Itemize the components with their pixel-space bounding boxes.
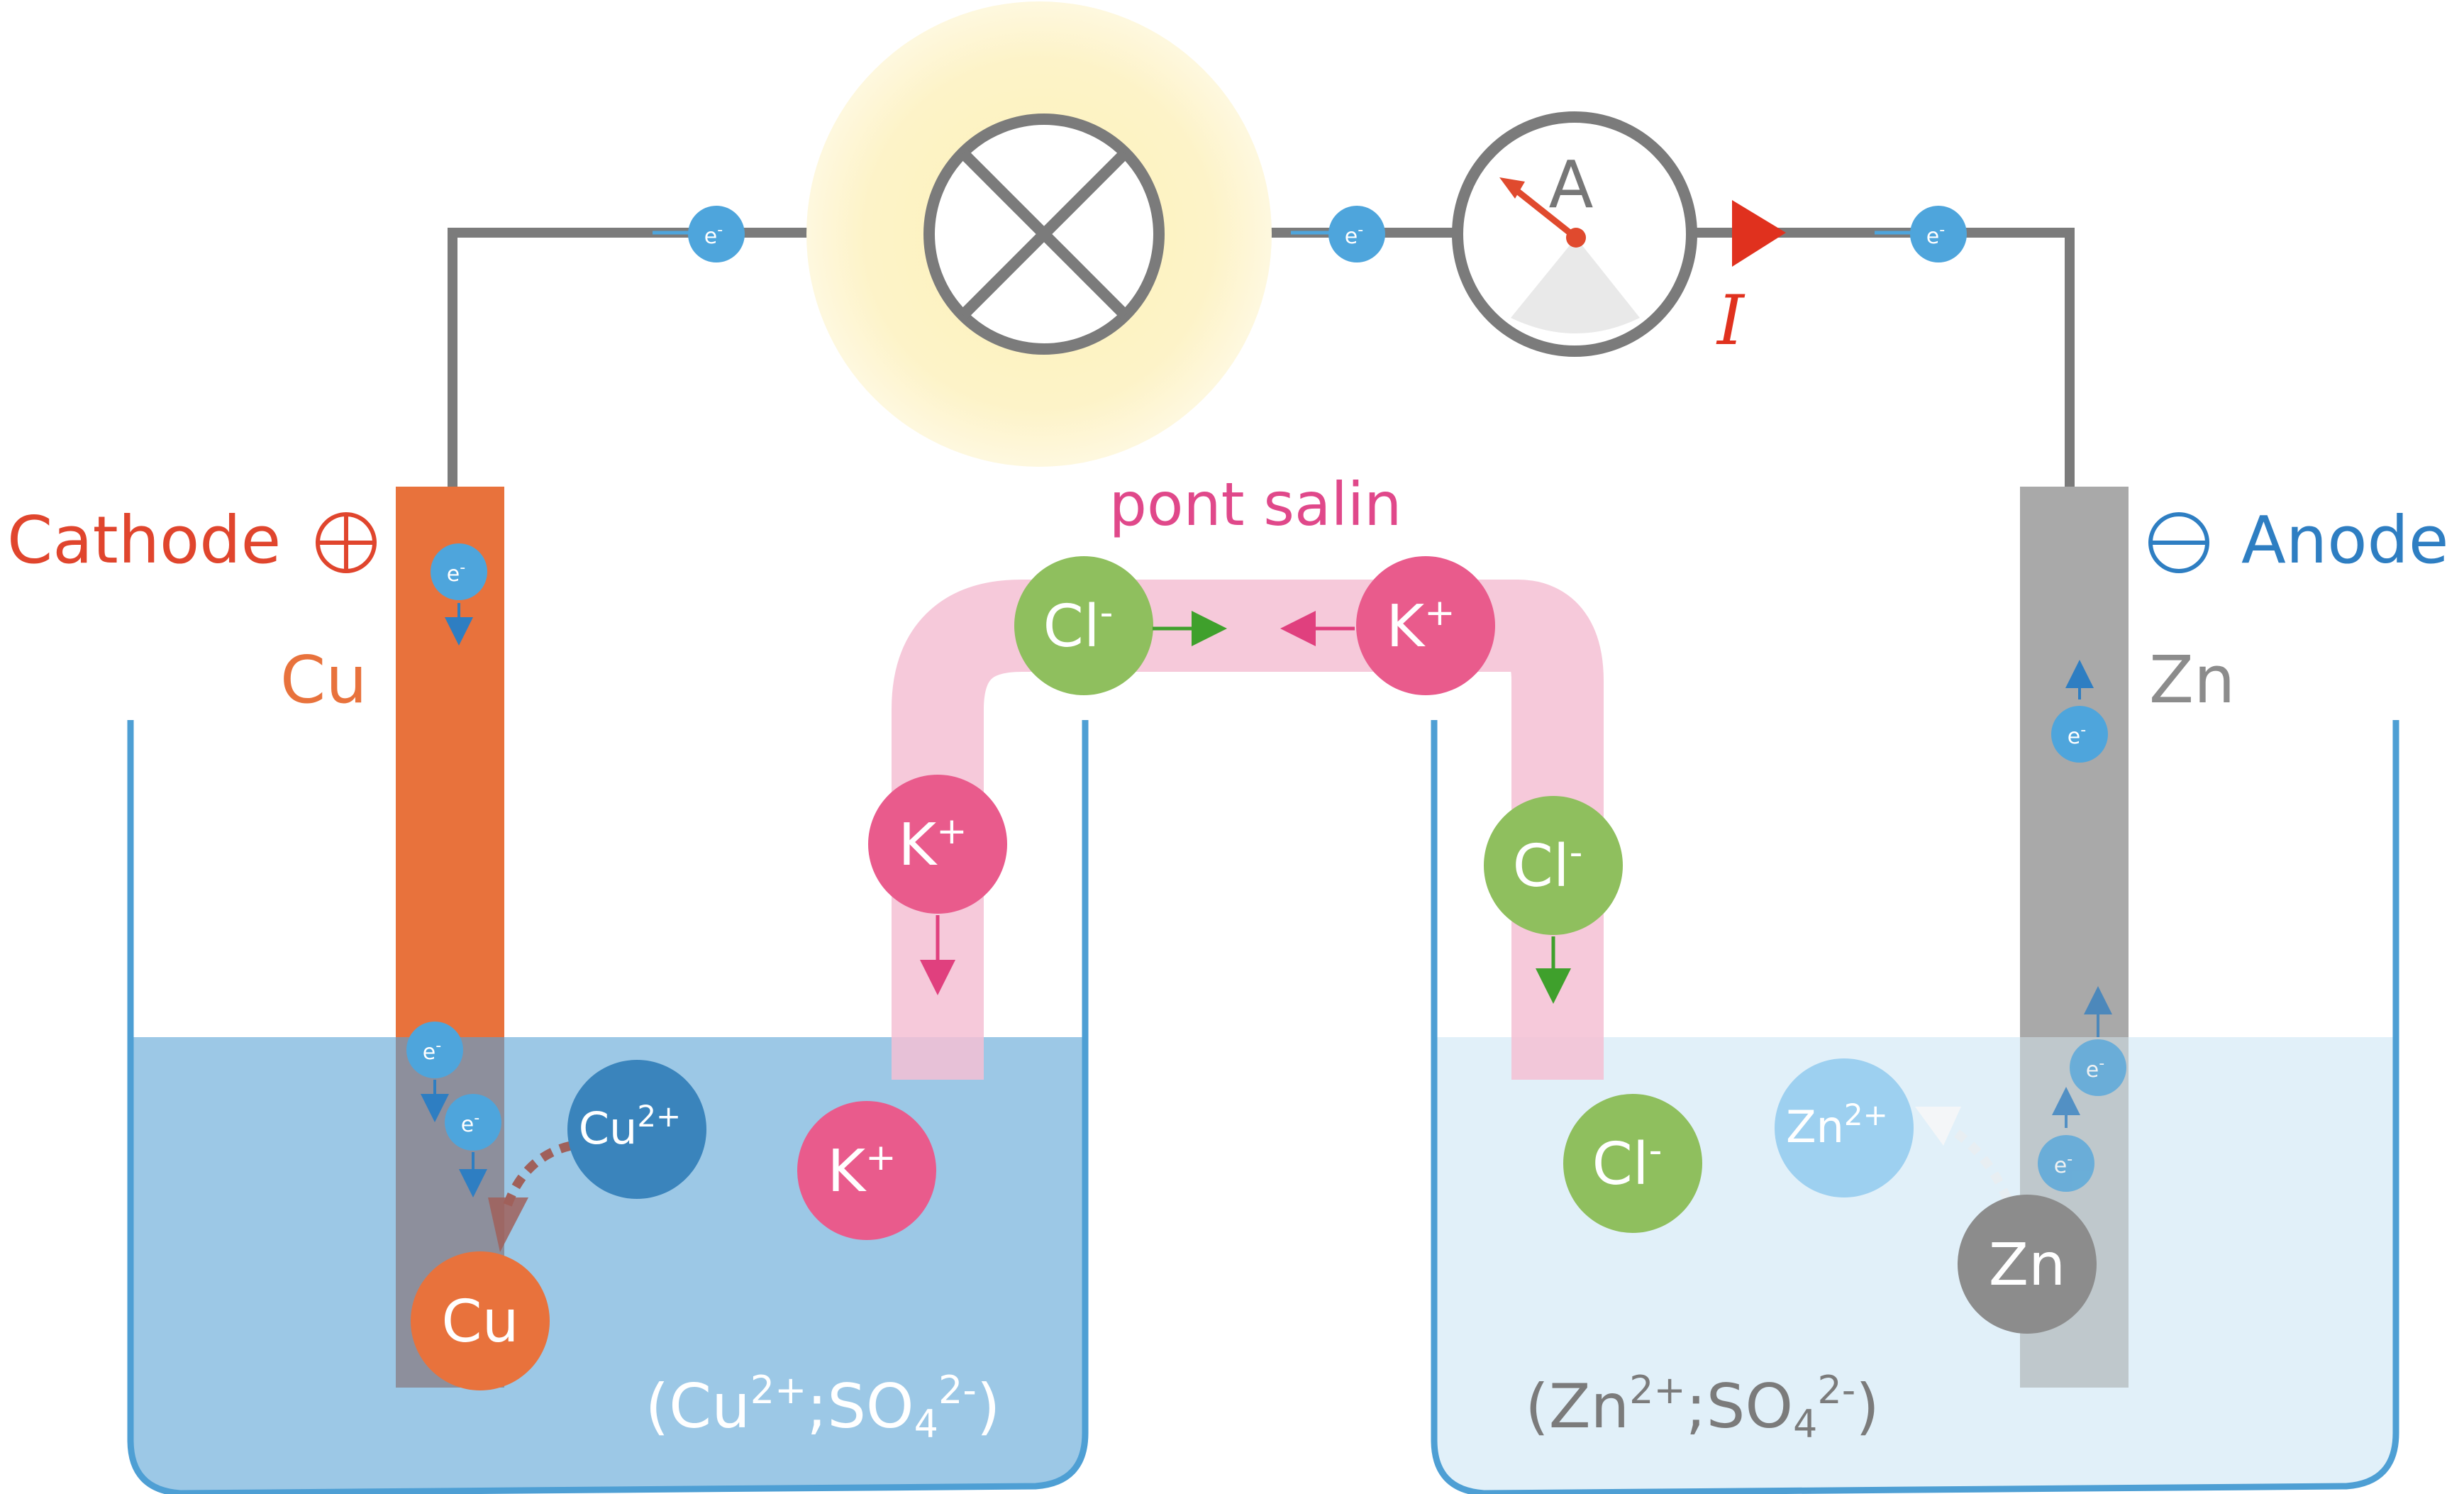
wire-electron-left: e- [653, 206, 745, 262]
left-beaker [127, 720, 1089, 1494]
salt-bridge-k-top: K+ [1280, 556, 1495, 695]
svg-text:Zn2+: Zn2+ [1786, 1097, 1888, 1153]
electrode-electron-cu-2: e- [445, 1094, 501, 1197]
solution-cl-ion: Cl- [1563, 1094, 1702, 1233]
electrode-electron-cu-top: e- [431, 543, 487, 646]
left-solution-label: (Cu2+;SO42-) [645, 1368, 1001, 1446]
current-label: I [1716, 281, 1746, 360]
svg-text:e-: e- [1345, 221, 1363, 249]
salt-bridge [892, 580, 1604, 1080]
wire-electron-right: e- [1875, 206, 1967, 262]
svg-text:Cl-: Cl- [1043, 592, 1114, 660]
svg-text:e-: e- [461, 1110, 479, 1137]
current-arrow [1732, 200, 1786, 267]
ammeter-label: A [1549, 147, 1594, 223]
zn-ion: Zn2+ [1775, 1058, 1914, 1197]
minus-icon [2148, 512, 2209, 573]
wire-right [1692, 228, 2075, 487]
svg-text:Cl-: Cl- [1592, 1129, 1663, 1198]
oxidation-arrowhead [1915, 1107, 1961, 1146]
svg-text:e-: e- [447, 559, 465, 587]
cu-atom: Cu [411, 1251, 550, 1390]
svg-text:Cu2+: Cu2+ [579, 1099, 682, 1154]
salt-bridge-label: pont salin [1109, 470, 1402, 539]
ammeter [1452, 111, 1697, 357]
salt-bridge-cl-right: Cl- [1484, 796, 1623, 1004]
salt-bridge-cl-top: Cl- [1014, 556, 1227, 695]
svg-text:Zn: Zn [1989, 1232, 2065, 1299]
plus-icon [316, 512, 377, 573]
anode-label: Anode [2241, 502, 2449, 578]
svg-text:e-: e- [423, 1037, 441, 1065]
wire-left [448, 228, 929, 487]
electrode-electron-cu-1: e- [406, 1022, 463, 1122]
electrode-electron-zn-top: e- [2051, 660, 2108, 763]
svg-text:e-: e- [2068, 721, 2086, 749]
cathode-metal-label: Cu [280, 642, 367, 718]
zn-atom: Zn [1958, 1195, 2097, 1334]
reduction-arrow [502, 1141, 572, 1208]
salt-bridge-k-left: K+ [868, 775, 1007, 995]
anode-metal-label: Zn [2149, 642, 2235, 718]
svg-text:Cu: Cu [441, 1288, 518, 1356]
cu-ion: Cu2+ [567, 1060, 706, 1199]
svg-text:K+: K+ [898, 810, 967, 879]
svg-text:K+: K+ [1386, 592, 1455, 660]
svg-text:e-: e- [2086, 1055, 2104, 1083]
right-solution-label: (Zn2+;SO42-) [1525, 1368, 1880, 1446]
svg-text:e-: e- [704, 221, 723, 249]
reduction-arrowhead [488, 1197, 528, 1252]
svg-text:K+: K+ [827, 1136, 896, 1205]
svg-text:e-: e- [1926, 221, 1945, 249]
solution-k-ion: K+ [797, 1101, 936, 1240]
wire-electron-middle: e- [1291, 206, 1385, 262]
cathode-label: Cathode [7, 502, 281, 578]
right-beaker [1431, 720, 2399, 1494]
svg-text:e-: e- [2054, 1151, 2072, 1178]
electrode-electron-zn-1: e- [2070, 986, 2126, 1096]
lamp-icon [923, 114, 1165, 355]
electrode-electron-zn-2: e- [2038, 1087, 2094, 1192]
svg-text:Cl-: Cl- [1513, 831, 1583, 900]
